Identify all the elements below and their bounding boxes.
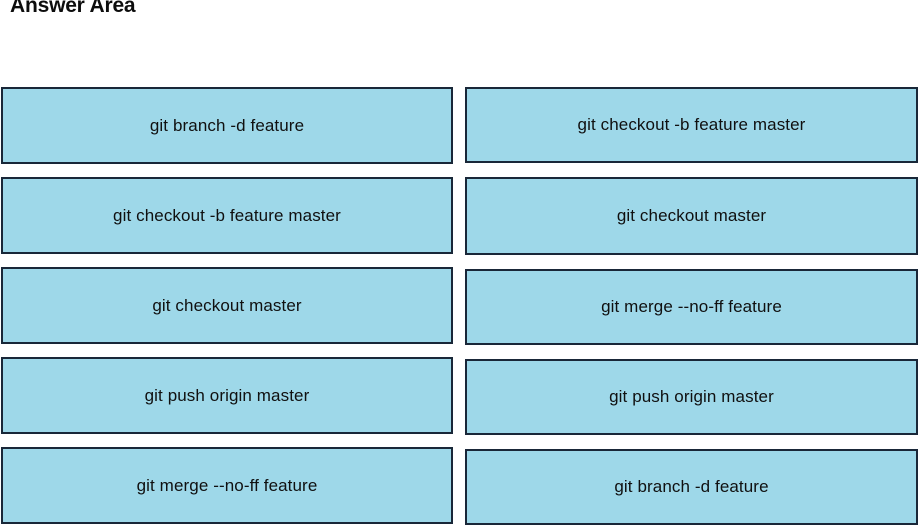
tile-label: git merge --no-ff feature	[601, 297, 782, 316]
list-item[interactable]: git checkout master	[465, 177, 918, 255]
left-column-tile-list: git branch -d feature git checkout -b fe…	[1, 87, 453, 527]
tile-label: git branch -d feature	[614, 477, 769, 496]
list-item[interactable]: git branch -d feature	[1, 87, 453, 164]
list-item[interactable]: git checkout -b feature master	[1, 177, 453, 254]
list-item[interactable]: git merge --no-ff feature	[1, 447, 453, 524]
tile-label: git push origin master	[144, 385, 310, 405]
list-item[interactable]: git branch -d feature	[465, 449, 918, 525]
tile-label: git branch -d feature	[149, 115, 305, 135]
tile-label: git merge --no-ff feature	[136, 475, 318, 495]
list-item[interactable]: git push origin master	[1, 357, 453, 434]
list-item[interactable]: git checkout -b feature master	[465, 87, 918, 163]
list-item[interactable]: git checkout master	[1, 267, 453, 344]
page-title: Answer Area	[10, 0, 136, 17]
right-column-tile-list: git checkout -b feature master git check…	[465, 87, 918, 527]
tile-label: git checkout master	[152, 295, 302, 315]
list-item[interactable]: git push origin master	[465, 359, 918, 435]
tile-label: git checkout -b feature master	[113, 205, 341, 225]
tile-label: git checkout master	[616, 206, 767, 225]
tile-label: git checkout -b feature master	[577, 115, 806, 134]
tile-label: git push origin master	[609, 387, 774, 406]
list-item[interactable]: git merge --no-ff feature	[465, 269, 918, 345]
